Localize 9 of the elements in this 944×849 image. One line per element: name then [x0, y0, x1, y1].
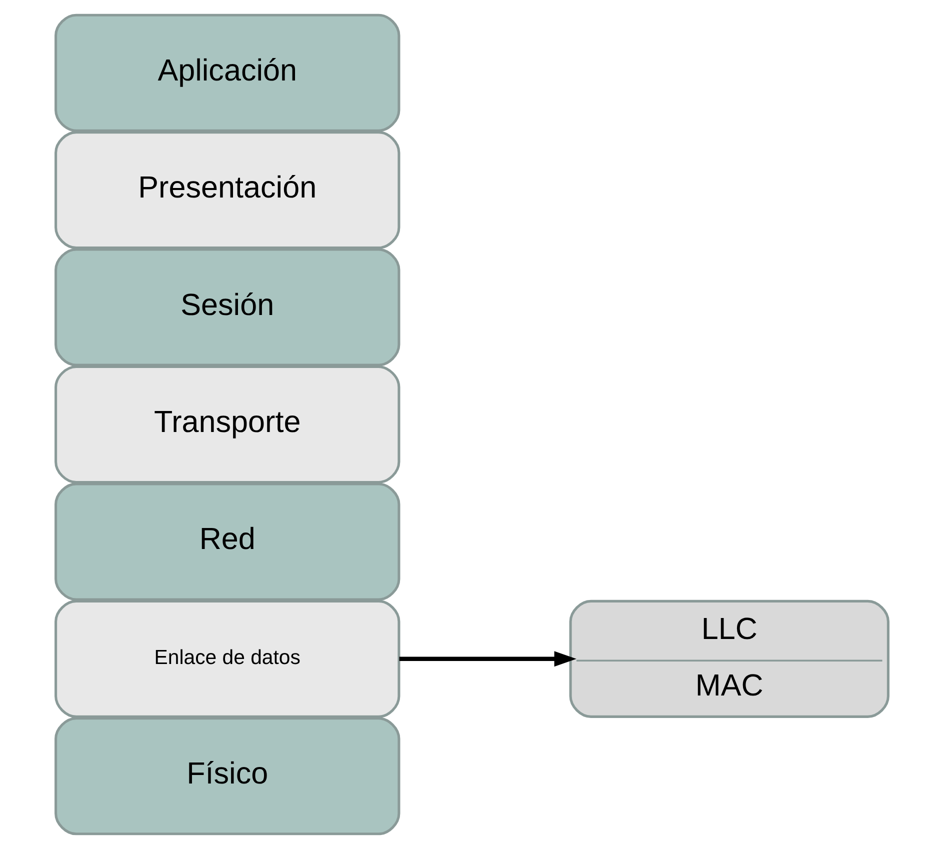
node-box: Sesión	[54, 248, 400, 366]
node-box: Transporte	[54, 365, 400, 484]
node-box: Red	[54, 482, 400, 601]
node-box: Aplicación	[54, 14, 400, 132]
node-box: Presentación	[54, 131, 400, 250]
node-box: Enlace de datos	[54, 600, 400, 718]
node-box: LLC MAC	[569, 600, 890, 718]
arrow	[399, 651, 576, 667]
node-box: Físico	[54, 717, 400, 836]
